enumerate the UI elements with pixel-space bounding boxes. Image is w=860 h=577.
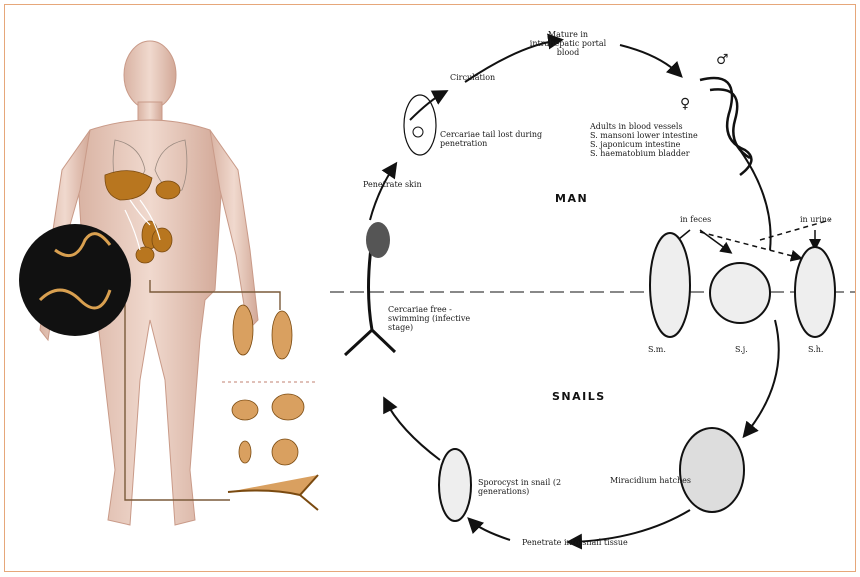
label-cercariae-tail: Cercariae tail lost during penetration — [440, 130, 560, 148]
egg-drawings — [650, 233, 835, 337]
label-man: MAN — [555, 192, 588, 205]
cercaria-tailless-drawing — [404, 95, 436, 155]
label-egg-sm: S.m. — [648, 345, 666, 354]
label-egg-sh: S.h. — [808, 345, 823, 354]
sporocyst-drawing — [439, 449, 471, 521]
label-adults-japonicum: S. japonicum intestine — [590, 140, 680, 149]
label-adults-mansoni: S. mansoni lower intestine — [590, 131, 698, 140]
label-mature: Mature in intrahepatic portal blood — [528, 30, 608, 57]
label-in-feces: in feces — [680, 215, 711, 224]
free-cercaria-drawing — [345, 240, 395, 355]
miracidium-drawing — [680, 428, 744, 512]
label-sporocyst: Sporocyst in snail (2 generations) — [478, 478, 568, 496]
label-egg-sj: S.j. — [735, 345, 748, 354]
label-circulation: Circulation — [450, 73, 495, 82]
label-penetrate-skin: Penetrate skin — [363, 180, 422, 189]
cercaria-head — [366, 222, 390, 258]
female-symbol: ♀ — [680, 100, 690, 109]
label-cercariae-free: Cercariae free - swimming (infective sta… — [388, 305, 488, 332]
label-snails: SNAILS — [552, 390, 606, 403]
label-in-urine: in urine — [800, 215, 832, 224]
male-symbol: ♂ — [716, 56, 729, 65]
label-penetrate-snail: Penetrate into snail tissue — [522, 538, 628, 547]
label-miracidium: Miracidium hatches — [610, 476, 691, 485]
label-adults-haematobium: S. haematobium bladder — [590, 149, 690, 158]
adult-worm-pair-drawing — [700, 78, 751, 175]
label-adults-title: Adults in blood vessels — [590, 122, 683, 131]
